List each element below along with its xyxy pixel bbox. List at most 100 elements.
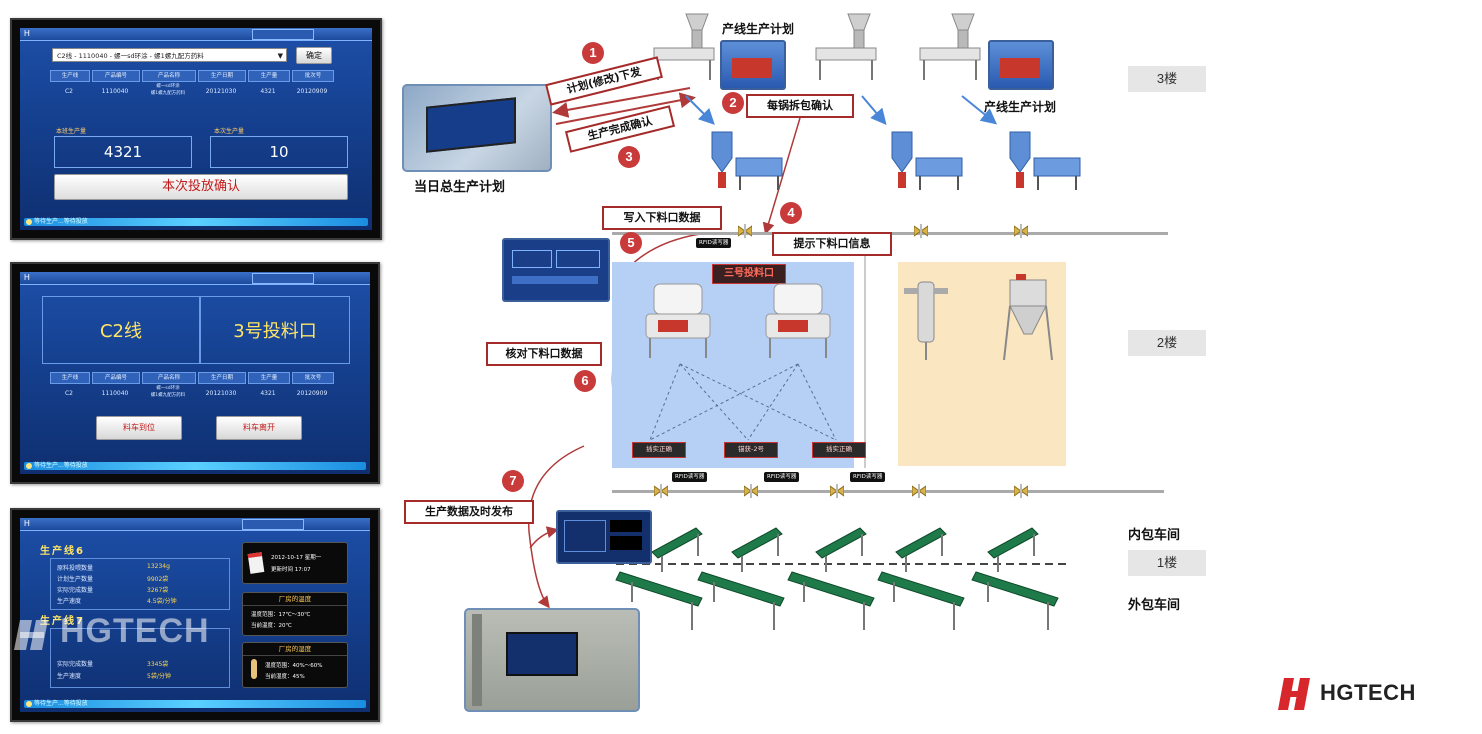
display-cell (610, 536, 642, 550)
valve-icon (914, 224, 928, 238)
mixer-machine-icon (1009, 131, 1081, 190)
line7-title: 生产线7 (40, 616, 85, 627)
stat-label: 生产速度 (57, 673, 82, 680)
screen-tab (252, 29, 314, 40)
logo-icon: H (24, 519, 30, 528)
rfid-reader: RFID读写器 (672, 472, 708, 482)
packing-machine-icon (919, 13, 981, 80)
screen-dashboard-panel: H 生产线6 原料投喂数量 13234g 计划生产数量 9902袋 实际完成数量… (20, 518, 370, 712)
header-cell: 生产量 (248, 70, 290, 82)
cell: 1110040 (101, 88, 129, 95)
cart-left-button[interactable]: 料车离开 (216, 416, 302, 440)
workshop-photo (464, 608, 640, 712)
cell: 4321 (260, 88, 276, 95)
terminal-screen-port: H C2线 3号投料口 生产线 产品编号 产品名称 生产日期 生产量 批次号 C… (10, 262, 380, 484)
temperature-head: 厂房的温度 (243, 593, 347, 606)
valve-icon (912, 484, 926, 498)
line-plan-display (988, 40, 1054, 90)
status-bar (24, 462, 366, 470)
feeding-cart-icon (765, 283, 831, 358)
display-row (512, 276, 598, 284)
station-label: 锚获-2号 (724, 442, 778, 458)
valve-icon (1014, 224, 1028, 238)
date-box: 2012-10-17 星期一 更新时间 17:07 (242, 542, 348, 584)
step-number-5: 5 (620, 232, 642, 254)
station-label: 插实正确 (632, 442, 686, 458)
brand-name: HGTECH (1320, 680, 1416, 705)
stat-value: 5袋/分钟 (147, 673, 171, 680)
stat-value: 3267袋 (147, 587, 169, 594)
stat-label: 原料投喂数量 (57, 565, 94, 572)
port-label: 3号投料口 (233, 321, 317, 342)
stat-label: 实际完成数量 (57, 661, 94, 668)
time-text: 更新时间 17:07 (271, 567, 311, 573)
stat-value: 4.5袋/分钟 (147, 598, 177, 605)
screen-tab (252, 273, 314, 284)
confirm-button[interactable]: 确定 (296, 47, 332, 64)
humidity-range: 湿度范围：40%～60% (265, 663, 323, 669)
conveyors (615, 527, 1068, 630)
label-shift-output: 本班生产量 (56, 128, 87, 135)
humidity-current: 当前湿度：45% (265, 674, 305, 680)
floor-2-tag: 2楼 (1128, 330, 1206, 356)
step-number-7: 7 (502, 470, 524, 492)
floor-1-tag: 1楼 (1128, 550, 1206, 576)
line-label: C2线 (99, 321, 143, 342)
stat-label: 生产速度 (57, 598, 82, 605)
line6-title: 生产线6 (40, 546, 85, 557)
screen-dispatch-panel: H C2线 - 1110040 - 螺一sd环涂 - 螺1螺九配方药料 ▼ 确定… (20, 28, 372, 230)
stat-value: 13234g (147, 563, 170, 570)
header-cell: 生产日期 (198, 70, 246, 82)
step4-annotation: 提示下料口信息 (772, 232, 892, 256)
screen-top-bar: H (20, 518, 370, 531)
rfid-reader: RFID读写器 (696, 238, 732, 248)
release-confirm-button[interactable]: 本次投放确认 (54, 174, 348, 200)
wall-screen (506, 632, 578, 676)
feed-pipe-lower (612, 490, 1164, 493)
display-cell (556, 250, 600, 268)
valve-icon (830, 484, 844, 498)
line-plan-label-right: 产线生产计划 (984, 100, 1057, 114)
step-number-6: 6 (574, 370, 596, 392)
screen-port-panel: H C2线 3号投料口 生产线 产品编号 产品名称 生产日期 生产量 批次号 C… (20, 272, 370, 474)
display-content (732, 58, 772, 78)
step-number-3: 3 (618, 146, 640, 168)
line6-stats: 原料投喂数量 13234g 计划生产数量 9902袋 实际完成数量 3267袋 … (50, 558, 230, 610)
header-cell: 生产量 (248, 372, 290, 384)
header-cell: 生产日期 (198, 372, 246, 384)
daily-plan-photo (402, 84, 552, 172)
outer-pack-label: 外包车间 (1128, 598, 1181, 613)
cell: 螺一sd环涂 螺1螺九配方药料 (150, 386, 186, 398)
port-3-label: 三号投料口 (712, 264, 786, 284)
status-text: 等待生产...等待投放 (34, 462, 88, 469)
label-batch-output: 本次生产量 (214, 128, 245, 135)
product-dropdown[interactable]: C2线 - 1110040 - 螺一sd环涂 - 螺1螺九配方药料 ▼ (52, 48, 287, 62)
chevron-down-icon: ▼ (277, 52, 283, 60)
temperature-box: 厂房的温度 温度范围：17℃～30℃ 当前温度：20℃ (242, 592, 348, 636)
rfid-reader: RFID读写器 (764, 472, 800, 482)
wall-screen (426, 97, 516, 153)
header-cell: 批次号 (292, 70, 334, 82)
temperature-current: 当前温度：20℃ (251, 623, 292, 629)
stat-label: 计划生产数量 (57, 576, 94, 583)
station-label: 插实正确 (812, 442, 866, 458)
header-cell: 产品名称 (142, 70, 196, 82)
packing-machine-icon (653, 13, 715, 80)
line-plan-label-top: 产线生产计划 (722, 22, 795, 36)
stat-label: 实际完成数量 (57, 587, 94, 594)
mixer-machine-icon (891, 131, 963, 190)
floor-3-tag: 3楼 (1128, 66, 1206, 92)
step-number-2: 2 (722, 92, 744, 114)
header-cell: 生产线 (50, 372, 90, 384)
humidity-box: 厂房的湿度 湿度范围：40%～60% 当前湿度：45% (242, 642, 348, 688)
mixer-machine-icon (711, 131, 783, 190)
header-cell: 产品名称 (142, 372, 196, 384)
watermark-text: HGTECH (60, 612, 210, 650)
feeding-cart-icon (645, 283, 711, 358)
watermark-logo-icon (14, 620, 48, 650)
status-text: 等待生产...等待投放 (34, 218, 88, 225)
header-cell: 生产线 (50, 70, 90, 82)
cart-arrived-button[interactable]: 料车到位 (96, 416, 182, 440)
header-cell: 产品编号 (92, 70, 140, 82)
value-batch-output: 10 (210, 136, 348, 168)
